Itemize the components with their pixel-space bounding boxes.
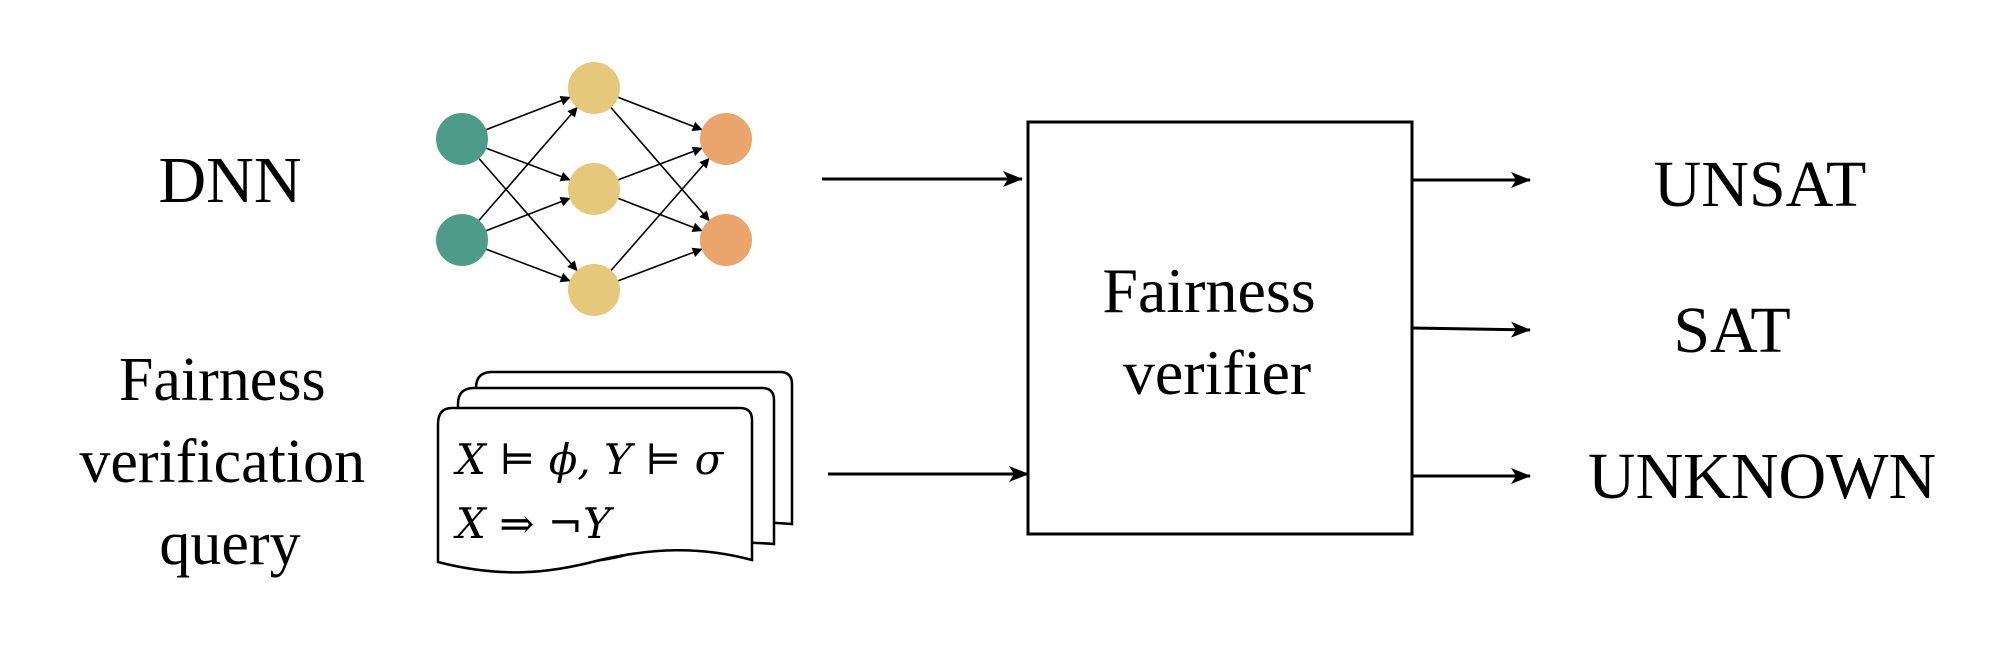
hidden-neuron-3 xyxy=(568,264,620,316)
neural-network-icon xyxy=(436,62,752,316)
query-document-front-page xyxy=(436,406,754,574)
fairness-verifier-label: Fairness verifier xyxy=(1102,255,1331,408)
network-edge-l0-0-0 xyxy=(486,95,571,131)
input-neuron-2 xyxy=(436,214,488,266)
output-unknown-label: UNKNOWN xyxy=(1588,440,1936,513)
query-document-stack-icon xyxy=(436,370,794,574)
network-edge-l0-1-0 xyxy=(478,106,578,221)
verifier-label-line-2: verifier xyxy=(1123,337,1311,408)
query-label-line-2: verification xyxy=(79,428,365,496)
query-label-line-3: query xyxy=(159,510,300,578)
network-edges xyxy=(478,95,710,283)
dnn-label: DNN xyxy=(159,144,302,217)
network-edge-l1-1-0 xyxy=(618,146,703,181)
network-edge-l0-1-2 xyxy=(486,248,571,283)
query-formula-line-2: X ⇒ ¬Y xyxy=(453,499,615,548)
fairness-verifier-box xyxy=(1026,120,1414,536)
verifier-label-line-1: Fairness xyxy=(1102,255,1315,326)
network-nodes xyxy=(436,62,752,316)
sat-arrow xyxy=(1411,321,1531,338)
network-edge-l0-1-1 xyxy=(486,196,571,232)
query-formula-line-1: X ⊨ ϕ, Y ⊨ σ xyxy=(453,435,725,484)
output-neuron-2 xyxy=(700,214,752,266)
query-label-line-1: Fairness xyxy=(119,346,326,414)
hidden-neuron-1 xyxy=(568,62,620,114)
hidden-neuron-2 xyxy=(568,163,620,215)
input-neuron-1 xyxy=(436,113,488,165)
output-sat-label: SAT xyxy=(1673,294,1790,367)
network-edge-l1-2-1 xyxy=(618,247,703,282)
network-edge-l1-0-0 xyxy=(618,96,703,132)
query-label: Fairness verification query xyxy=(79,346,380,578)
network-edge-l1-2-0 xyxy=(610,157,710,271)
output-unsat-label: UNSAT xyxy=(1654,148,1867,221)
output-neuron-1 xyxy=(700,113,752,165)
